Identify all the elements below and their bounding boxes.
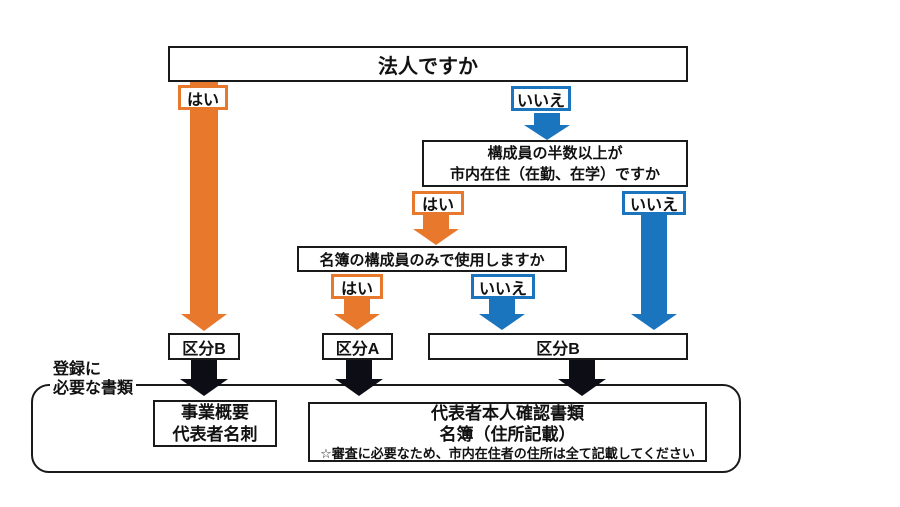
arrow-head: [335, 379, 383, 396]
question-corporation-box: 法人ですか: [168, 46, 688, 82]
documents-left-line2: 代表者名刺: [172, 424, 258, 444]
required-documents-label-line2: 必要な書類: [53, 380, 134, 397]
required-documents-label-line1: 登録に: [53, 361, 102, 378]
arrow-down-orange-yes-members: [334, 299, 380, 330]
question-residency-line1: 構成員の半数以上が: [487, 144, 623, 162]
arrow-head: [334, 314, 380, 330]
required-documents-label: 登録に 必要な書類: [50, 360, 137, 398]
arrow-shaft: [346, 360, 372, 379]
arrow-down-blue-no-residency: [631, 215, 677, 330]
arrow-down-orange-yes-corporation: [180, 82, 227, 331]
category-a-box: 区分A: [322, 333, 393, 360]
arrow-down-black-category-b-left: [180, 360, 228, 396]
label-yes-members: はい: [331, 274, 383, 299]
category-b-right-text: 区分B: [536, 340, 580, 358]
category-a-text: 区分A: [335, 340, 380, 358]
label-no-corporation: いいえ: [511, 86, 571, 111]
category-b-left-text: 区分B: [182, 340, 226, 358]
arrow-shaft: [423, 215, 449, 229]
documents-right-line2: 名簿（住所記載）: [439, 424, 576, 444]
arrow-shaft: [191, 360, 217, 379]
yes-text: はい: [340, 280, 373, 298]
question-members-only-text: 名簿の構成員のみで使用しますか: [319, 251, 545, 269]
arrow-down-black-category-b-right: [558, 360, 606, 396]
arrow-shaft: [569, 360, 595, 379]
arrow-head: [558, 379, 606, 396]
question-residency-line2: 市内在住（在勤、在学）ですか: [449, 165, 660, 183]
question-corporation-text: 法人ですか: [378, 55, 478, 78]
documents-left-line1: 事業概要: [181, 402, 249, 422]
arrow-down-orange-yes-residency: [413, 215, 459, 245]
documents-right-line1: 代表者本人確認書類: [431, 403, 584, 423]
documents-business-overview-box: 事業概要 代表者名刺: [153, 400, 277, 447]
arrow-head: [180, 314, 227, 331]
label-no-members: いいえ: [471, 274, 535, 299]
no-text: いいえ: [516, 92, 565, 110]
arrow-shaft: [489, 299, 515, 314]
no-text: いいえ: [478, 280, 527, 298]
arrow-head: [180, 379, 228, 396]
arrow-shaft: [344, 299, 370, 314]
arrow-head: [479, 314, 525, 330]
documents-right-note: ☆審査に必要なため、市内在住者の住所は全て記載してください: [320, 445, 695, 461]
question-members-only-box: 名簿の構成員のみで使用しますか: [297, 246, 567, 272]
label-no-residency: いいえ: [622, 191, 686, 215]
documents-identity-roster-box: 代表者本人確認書類 名簿（住所記載） ☆審査に必要なため、市内在住者の住所は全て…: [308, 402, 707, 462]
arrow-head: [524, 125, 570, 140]
arrow-shaft: [534, 113, 560, 125]
category-b-left-box: 区分B: [168, 333, 240, 360]
arrow-down-black-category-a: [335, 360, 383, 396]
yes-text: はい: [186, 91, 219, 109]
arrow-down-blue-no-members: [479, 299, 525, 330]
label-yes-corporation: はい: [178, 85, 228, 110]
no-text: いいえ: [629, 197, 678, 214]
arrow-head: [631, 314, 677, 330]
yes-text: はい: [421, 197, 454, 214]
category-b-right-box: 区分B: [428, 333, 688, 360]
arrow-down-blue-no-corporation: [524, 113, 570, 140]
arrow-shaft: [641, 215, 667, 314]
label-yes-residency: はい: [412, 191, 464, 215]
arrow-shaft: [189, 82, 218, 314]
question-residency-box: 構成員の半数以上が 市内在住（在勤、在学）ですか: [422, 140, 688, 187]
arrow-head: [413, 229, 459, 245]
